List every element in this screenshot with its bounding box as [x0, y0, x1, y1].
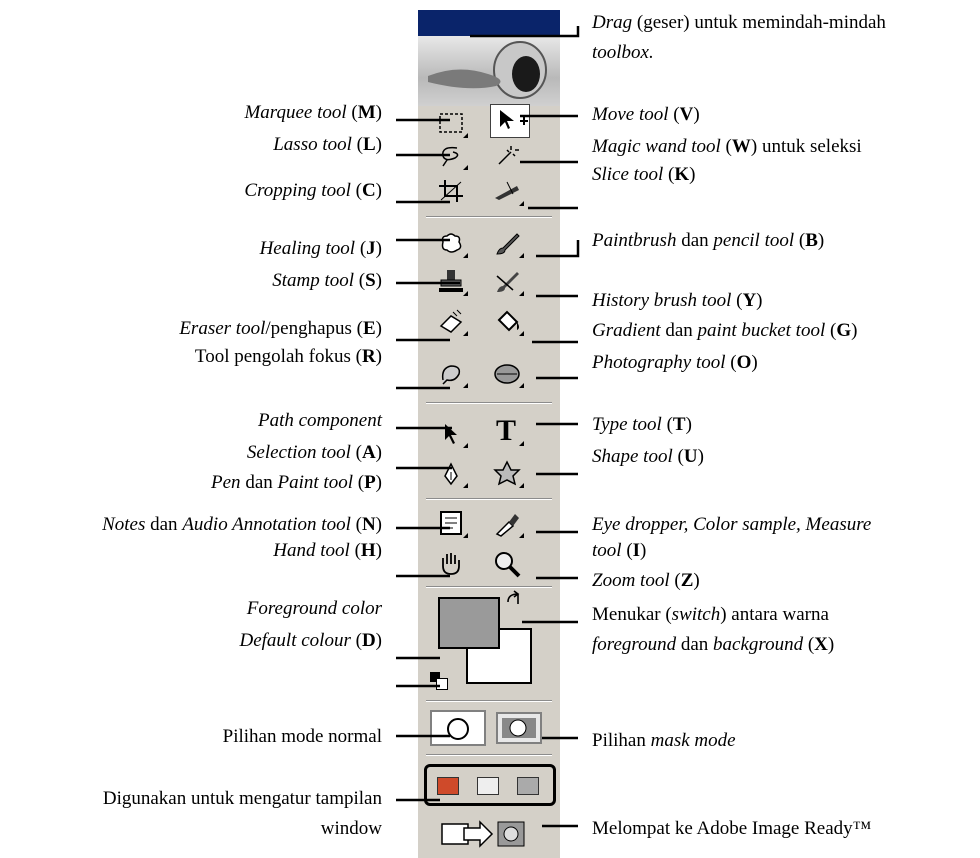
label-window-1: Digunakan untuk mengatur tampilan	[102, 788, 382, 809]
label-notes-tool: Notes dan Audio Annotation tool (N)	[102, 514, 382, 535]
label-switch-colors: Menukar (switch) antara warna	[592, 604, 829, 625]
full-screen-menu-mode-button[interactable]	[477, 777, 499, 795]
quick-mask-icon	[502, 718, 536, 738]
healing-tool[interactable]	[434, 228, 468, 258]
label-drag: Drag (geser) untuk memindah-mindah	[592, 12, 886, 33]
crop-tool[interactable]	[434, 176, 468, 206]
marquee-tool[interactable]	[434, 108, 468, 138]
standard-mode-icon	[447, 718, 469, 740]
paintbrush-tool[interactable]	[490, 228, 524, 258]
pen-icon	[444, 462, 458, 486]
magic-wand-icon	[498, 146, 519, 165]
label-zoom-tool: Zoom tool (Z)	[592, 570, 700, 591]
paintbrush-icon	[496, 233, 520, 255]
eyedropper-tool[interactable]	[490, 508, 524, 538]
blur-icon	[441, 365, 461, 385]
marquee-icon	[439, 113, 463, 133]
shape-icon	[493, 460, 521, 486]
label-drag-toolbox: toolbox.	[592, 42, 654, 63]
label-photography-tool: Photography tool (O)	[592, 352, 758, 373]
label-history-brush-tool: History brush tool (Y)	[592, 290, 763, 311]
label-paintbrush-tool: Paintbrush dan pencil tool (B)	[592, 230, 825, 251]
label-stamp-tool: Stamp tool (S)	[272, 270, 382, 291]
toolbox-title-bar[interactable]	[418, 10, 560, 36]
jump-to-imageready-button[interactable]	[436, 816, 540, 850]
label-move-tool: Move tool (V)	[592, 104, 700, 125]
paint-bucket-icon	[497, 310, 519, 332]
label-window-2: window	[320, 818, 382, 839]
zoom-icon	[495, 552, 521, 578]
eyedropper-icon	[495, 514, 519, 537]
label-marquee-tool: Marquee tool (M)	[244, 102, 382, 123]
label-eyedropper-tool-key: tool (I)	[592, 540, 647, 561]
label-default-colour: Default colour (D)	[239, 630, 383, 651]
blur-tool[interactable]	[434, 358, 468, 388]
label-switch-colors-2: foreground dan background (X)	[592, 634, 835, 655]
type-icon: T	[496, 414, 517, 447]
label-gradient-tool: Gradient dan paint bucket tool (G)	[592, 320, 858, 341]
hand-icon	[442, 553, 460, 575]
slice-icon	[495, 181, 519, 200]
shape-tool[interactable]	[490, 458, 524, 488]
label-selection-tool: Selection tool (A)	[246, 442, 382, 463]
label-lasso-tool: Lasso tool (L)	[273, 134, 382, 155]
label-imageready: Melompat ke Adobe Image Ready™	[592, 818, 872, 839]
label-crop-tool: Cropping tool (C)	[244, 180, 382, 201]
slice-tool[interactable]	[490, 176, 524, 206]
type-tool[interactable]: T	[490, 414, 524, 447]
switch-colors-icon[interactable]	[504, 590, 524, 610]
eraser-icon	[439, 309, 463, 333]
screen-mode-group	[424, 764, 556, 806]
lasso-tool[interactable]	[434, 140, 468, 170]
label-type-tool: Type tool (T)	[592, 414, 692, 435]
full-screen-mode-button[interactable]	[517, 777, 539, 795]
move-icon	[500, 110, 528, 129]
magic-wand-tool[interactable]	[490, 140, 524, 170]
label-eyedropper-tool: Eye dropper, Color sample, Measure	[592, 514, 872, 535]
toolbox-header-logo[interactable]	[418, 36, 560, 106]
history-brush-tool[interactable]	[490, 266, 524, 296]
label-pen-tool: Pen dan Paint tool (P)	[211, 472, 382, 493]
label-focus-tool: Tool pengolah fokus (R)	[194, 346, 382, 367]
label-path-component: Path component	[257, 410, 382, 431]
label-shape-tool: Shape tool (U)	[592, 446, 704, 467]
dodge-tool[interactable]	[490, 358, 524, 388]
lasso-icon	[442, 146, 459, 167]
quick-mask-mode-button[interactable]	[496, 712, 542, 744]
standard-mode-button[interactable]	[430, 710, 486, 746]
eraser-tool[interactable]	[434, 306, 468, 336]
label-mode-normal: Pilihan mode normal	[222, 726, 382, 747]
hand-tool[interactable]	[434, 548, 468, 578]
crop-icon	[439, 180, 463, 202]
label-foreground-color: Foreground color	[246, 598, 382, 619]
history-brush-icon	[496, 272, 519, 292]
paint-bucket-tool[interactable]	[490, 306, 524, 336]
standard-screen-mode-button[interactable]	[437, 777, 459, 795]
zoom-tool[interactable]	[490, 548, 524, 578]
label-mask-mode: Pilihan mask mode	[592, 730, 736, 751]
label-magic-wand-tool: Magic wand tool (W) untuk seleksi	[592, 136, 862, 157]
healing-icon	[441, 233, 462, 253]
toolbox-panel[interactable]: T	[418, 10, 560, 858]
pen-tool[interactable]	[434, 458, 468, 488]
label-slice-tool: Slice tool (K)	[592, 164, 696, 185]
move-tool[interactable]	[490, 104, 530, 138]
label-hand-tool: Hand tool (H)	[273, 540, 382, 561]
imageready-jump-icon	[441, 820, 525, 848]
foreground-color-swatch[interactable]	[438, 597, 500, 649]
eye-logo-icon	[428, 41, 547, 99]
label-healing-tool: Healing tool (J)	[259, 238, 382, 259]
dodge-icon	[494, 364, 520, 384]
label-eraser-tool: Eraser tool/penghapus (E)	[179, 318, 382, 339]
